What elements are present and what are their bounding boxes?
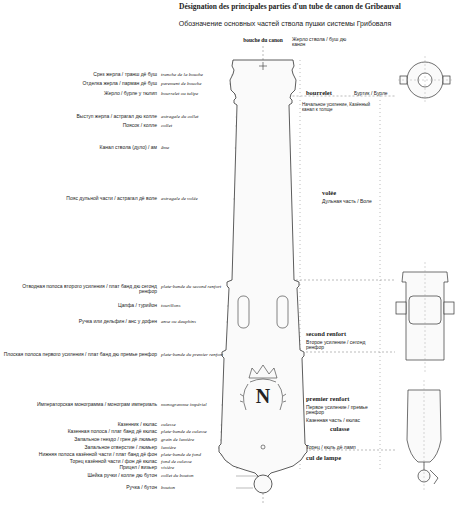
part-label: tourillons — [161, 303, 233, 308]
part-label: collet du bouton — [161, 473, 233, 478]
part-label: lumière — [161, 445, 233, 450]
part-label: Запальное отверстие / люмьер — [3, 445, 157, 450]
part-label: collet — [161, 123, 233, 128]
part-label: Ручка или дельфин / анс у дофен — [3, 319, 157, 324]
leader-line — [236, 488, 253, 489]
part-label: cul de lampe — [306, 455, 366, 462]
part-label: Отделка жерла / парман дё буш — [3, 81, 157, 86]
part-label: Цапфа / турийон — [3, 303, 157, 308]
part-label: Шейка ручки / колле дю бутон — [3, 473, 157, 478]
part-label: plate-bande du second renfort — [161, 284, 233, 289]
part-label: culasse — [330, 426, 370, 433]
part-label: bouche du canon — [240, 38, 286, 44]
part-label: Начальное усиление, Казённый канал к тол… — [302, 103, 374, 113]
part-label: Казенная полоса / плат банд дё кюлас — [3, 429, 157, 434]
part-label: Запальное гнездо / грен дё люмьер — [3, 437, 157, 442]
part-label: plate-bande de culasse — [161, 429, 233, 434]
part-label: bouton — [161, 485, 233, 490]
part-label: âme — [161, 145, 233, 150]
part-label: plate-bande du premier renfort — [161, 352, 233, 357]
part-label: Плоская полоса первого усиления / плат б… — [3, 352, 157, 357]
leader-line — [263, 46, 264, 60]
part-label: Прицел / визьер — [3, 465, 157, 470]
leader-line — [380, 96, 381, 470]
title: Désignation des principales parties d'un… — [150, 3, 430, 11]
part-label: second renfort — [306, 331, 366, 338]
part-label: Первое усиление / премье ренфор — [306, 405, 378, 416]
part-label: Торец казённой части / фон дё кюлас — [3, 459, 157, 464]
part-label: premier renfort — [306, 396, 366, 403]
part-label: Жерло / бурле у тюлип — [3, 91, 157, 96]
part-label: Пояс дульной части / астрагал дё воле — [3, 196, 157, 201]
part-label: Торец / кюль дё ламп — [306, 445, 376, 450]
part-label: astragale de volée — [161, 196, 233, 201]
part-label: Второе усиление / сегонд ренфор — [306, 340, 378, 351]
part-label: monogramme impérial — [161, 402, 233, 407]
monogram-letter: N — [253, 386, 273, 407]
part-label: Казенник / кюлас — [3, 422, 157, 427]
part-label: bourrelet ou tulipe — [161, 91, 233, 96]
part-label: Срез жерла / транш дё буш — [3, 72, 157, 77]
leader-line — [263, 493, 264, 505]
subtitle: Обозначение основных частей ствола пушки… — [120, 20, 450, 27]
part-label: Отводная полоса второго усиления / плат … — [3, 284, 157, 295]
part-label: astragale du collet — [161, 114, 233, 119]
leader-line — [306, 352, 395, 353]
leader-line — [236, 476, 257, 477]
part-label: Канал ствола (дуло) / ам — [3, 145, 157, 150]
part-label: Казенная часть / кюлас — [306, 418, 378, 423]
part-label: Императорская монограмма / монограм импе… — [3, 402, 157, 407]
part-label: Жерло ствола / буш дю канон — [292, 37, 354, 48]
part-label: tranche de la bouche — [161, 72, 233, 77]
part-label: Нижняя полоса казённой части / плат банд… — [3, 452, 157, 457]
part-label: bourrelet — [306, 90, 346, 97]
part-label: anse ou dauphins — [161, 319, 233, 324]
part-label: fond de culasse — [161, 459, 233, 464]
part-label: grain de lumière — [161, 437, 233, 442]
part-label: Дульная часть / Воле — [322, 199, 382, 204]
part-label: culasse — [161, 422, 233, 427]
part-label: parement de bouche — [161, 81, 233, 86]
part-label: Буртик / Бурле — [354, 91, 400, 96]
part-label: volée — [322, 190, 362, 197]
part-label: visière — [161, 465, 233, 470]
part-label: Поясок / колле — [3, 123, 157, 128]
part-label: Ручка / бутон — [3, 485, 157, 490]
part-label: plate-bande de fond — [161, 452, 233, 457]
part-label: Выступ жерла / астрагал дю колле — [3, 114, 157, 119]
